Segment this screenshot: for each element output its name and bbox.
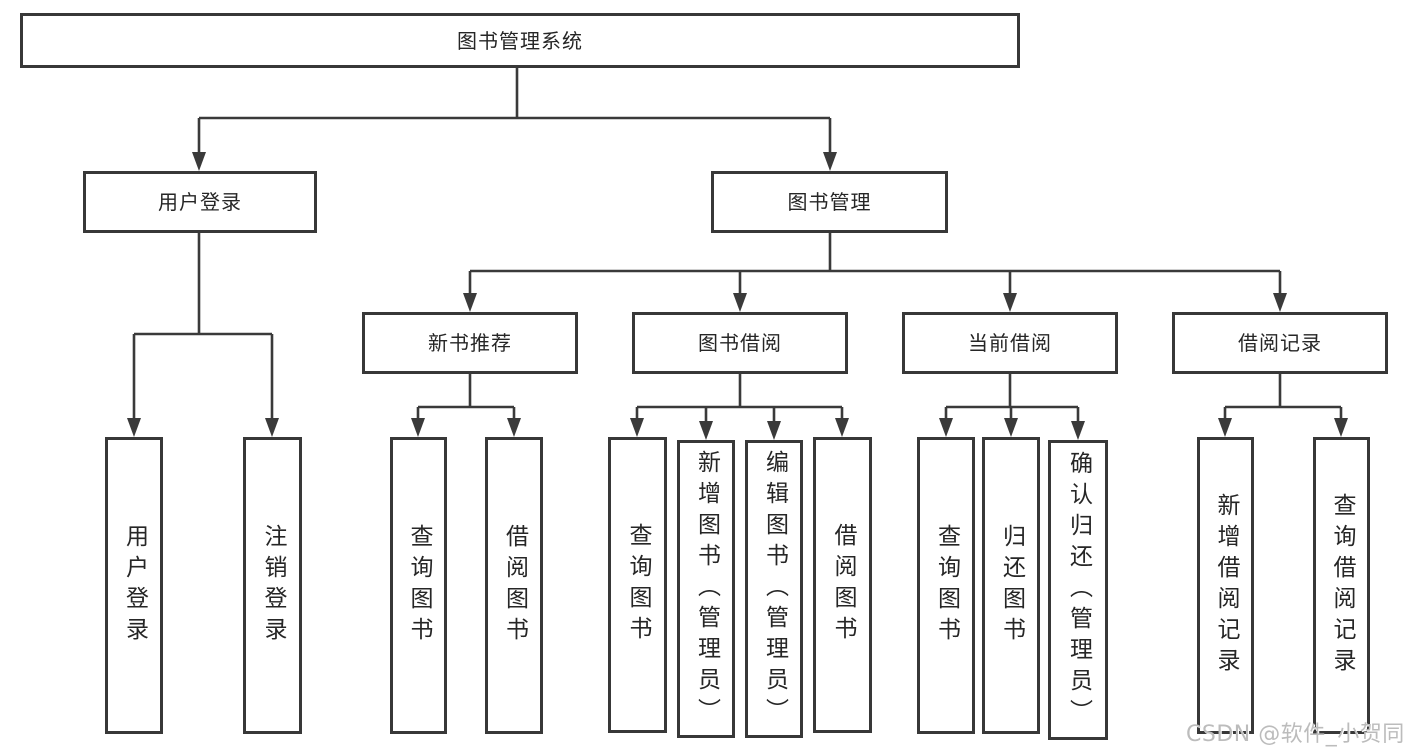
node-leaf-query-book-borrow: 查询图书 xyxy=(608,437,667,733)
node-leaf-user-login: 用户登录 xyxy=(105,437,163,734)
node-leaf-add-borrow-record: 新增借阅记录 xyxy=(1197,437,1254,734)
connector-current-split xyxy=(939,374,1085,440)
node-new-book-recommend: 新书推荐 xyxy=(362,312,578,374)
connector-root-split xyxy=(192,68,837,171)
connector-recommend-split xyxy=(411,374,521,437)
watermark: CSDN @软件_小贺同学 xyxy=(1186,722,1405,747)
node-book-borrow: 图书借阅 xyxy=(632,312,848,374)
node-leaf-query-book-recommend: 查询图书 xyxy=(390,437,447,734)
connector-record-split xyxy=(1218,374,1348,437)
connector-borrow-split xyxy=(630,374,849,440)
node-leaf-borrow-book-recommend: 借阅图书 xyxy=(485,437,543,734)
node-current-borrow: 当前借阅 xyxy=(902,312,1118,374)
node-leaf-query-borrow-record: 查询借阅记录 xyxy=(1313,437,1370,734)
connector-book-management-split xyxy=(463,233,1287,312)
node-leaf-edit-book-admin: 编辑图书（管理员） xyxy=(745,440,803,738)
node-root: 图书管理系统 xyxy=(20,13,1020,68)
node-leaf-return-book: 归还图书 xyxy=(982,437,1040,734)
node-leaf-borrow-book-borrow: 借阅图书 xyxy=(813,437,872,733)
node-leaf-confirm-return-admin: 确认归还（管理员） xyxy=(1048,440,1108,740)
node-leaf-query-book-current: 查询图书 xyxy=(917,437,975,734)
node-borrow-record: 借阅记录 xyxy=(1172,312,1388,374)
connector-user-login-split xyxy=(127,233,279,437)
node-user-login: 用户登录 xyxy=(83,171,317,233)
node-book-management: 图书管理 xyxy=(711,171,948,233)
node-leaf-logout: 注销登录 xyxy=(243,437,302,734)
node-leaf-add-book-admin: 新增图书（管理员） xyxy=(677,440,735,738)
